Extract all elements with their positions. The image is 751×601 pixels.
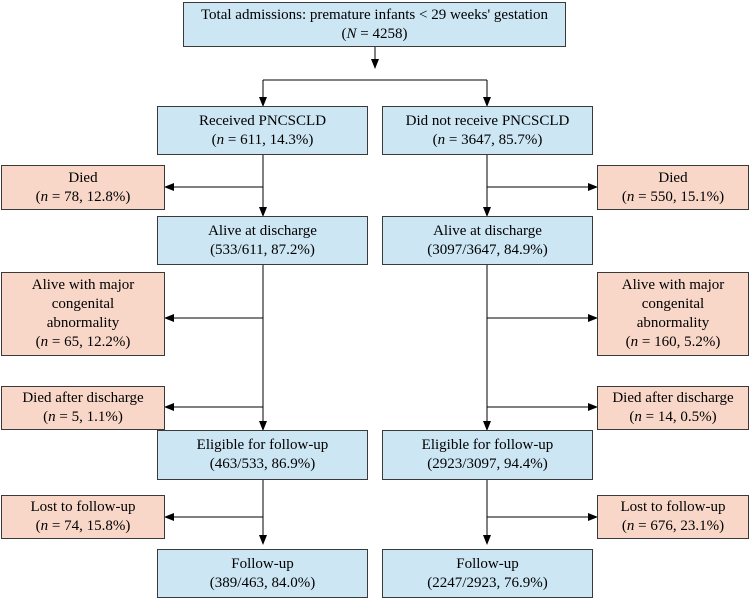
right-eligible-box: Eligible for follow-up (2923/3097, 94.4%… bbox=[382, 430, 593, 480]
right-lost-box: Lost to follow-up (n = 676, 23.1%) bbox=[597, 495, 749, 539]
left-died-count: (n = 78, 12.8%) bbox=[35, 188, 131, 205]
right-died-after-title: Died after discharge bbox=[612, 390, 734, 406]
left-followup-box: Follow-up (389/463, 84.0%) bbox=[157, 549, 368, 598]
right-anomaly-count: (n = 160, 5.2%) bbox=[625, 334, 721, 350]
left-alive-title: Alive at discharge bbox=[208, 222, 317, 239]
right-died-after-box: Died after discharge (n = 14, 0.5%) bbox=[597, 386, 749, 430]
left-anomaly-count: (n = 65, 12.2%) bbox=[35, 334, 131, 350]
left-eligible-detail: (463/533, 86.9%) bbox=[209, 456, 316, 472]
right-died-count: (n = 550, 15.1%) bbox=[621, 188, 725, 205]
right-anomaly-line2: congenital bbox=[641, 296, 705, 312]
left-lost-box: Lost to follow-up (n = 74, 15.8%) bbox=[1, 495, 165, 539]
left-alive-box: Alive at discharge (533/611, 87.2%) bbox=[157, 216, 368, 265]
left-died-title: Died bbox=[68, 169, 98, 186]
right-anomaly-line1: Alive with major bbox=[621, 277, 725, 293]
right-alive-box: Alive at discharge (3097/3647, 84.9%) bbox=[382, 216, 593, 265]
left-eligible-box: Eligible for follow-up (463/533, 86.9%) bbox=[157, 430, 368, 480]
right-followup-box: Follow-up (2247/2923, 76.9%) bbox=[382, 549, 593, 598]
right-followup-title: Follow-up bbox=[456, 555, 519, 572]
right-died-title: Died bbox=[658, 169, 688, 186]
left-lost-title: Lost to follow-up bbox=[30, 499, 136, 515]
left-died-after-title: Died after discharge bbox=[22, 390, 144, 406]
right-alive-detail: (3097/3647, 84.9%) bbox=[427, 241, 548, 258]
left-anomaly-line3: abnormality bbox=[46, 315, 120, 331]
right-lost-title: Lost to follow-up bbox=[620, 499, 726, 515]
left-eligible-title: Eligible for follow-up bbox=[196, 437, 329, 453]
left-died-after-count: (n = 5, 1.1%) bbox=[43, 409, 123, 425]
left-lost-count: (n = 74, 15.8%) bbox=[35, 518, 131, 534]
right-eligible-detail: (2923/3097, 94.4%) bbox=[427, 456, 548, 472]
right-lost-count: (n = 676, 23.1%) bbox=[621, 518, 725, 534]
received-pncscld-count: (n = 611, 14.3%) bbox=[211, 131, 314, 148]
right-died-box: Died (n = 550, 15.1%) bbox=[597, 165, 749, 210]
total-admissions-label: Total admissions: premature infants < 29… bbox=[200, 6, 549, 23]
left-anomaly-line2: congenital bbox=[51, 296, 115, 312]
total-admissions-box: Total admissions: premature infants < 29… bbox=[183, 2, 566, 47]
right-died-after-count: (n = 14, 0.5%) bbox=[629, 409, 717, 425]
left-alive-detail: (533/611, 87.2%) bbox=[210, 241, 315, 258]
left-followup-title: Follow-up bbox=[231, 555, 294, 572]
right-anomaly-line3: abnormality bbox=[636, 315, 710, 331]
left-anomaly-line1: Alive with major bbox=[31, 277, 135, 293]
left-died-after-box: Died after discharge (n = 5, 1.1%) bbox=[1, 386, 165, 430]
left-anomaly-box: Alive with major congenital abnormality … bbox=[1, 272, 165, 356]
left-followup-detail: (389/463, 84.0%) bbox=[209, 574, 316, 591]
received-pncscld-title: Received PNCSCLD bbox=[198, 112, 327, 129]
right-alive-title: Alive at discharge bbox=[433, 222, 542, 239]
right-anomaly-box: Alive with major congenital abnormality … bbox=[597, 272, 749, 356]
not-received-pncscld-title: Did not receive PNCSCLD bbox=[405, 112, 570, 129]
not-received-pncscld-count: (n = 3647, 85.7%) bbox=[432, 131, 543, 148]
right-followup-detail: (2247/2923, 76.9%) bbox=[427, 574, 548, 591]
right-eligible-title: Eligible for follow-up bbox=[421, 437, 554, 453]
left-died-box: Died (n = 78, 12.8%) bbox=[1, 165, 165, 210]
total-admissions-count: (N = 4258) bbox=[341, 25, 408, 42]
received-pncscld-box: Received PNCSCLD (n = 611, 14.3%) bbox=[157, 106, 368, 155]
not-received-pncscld-box: Did not receive PNCSCLD (n = 3647, 85.7%… bbox=[382, 106, 593, 155]
